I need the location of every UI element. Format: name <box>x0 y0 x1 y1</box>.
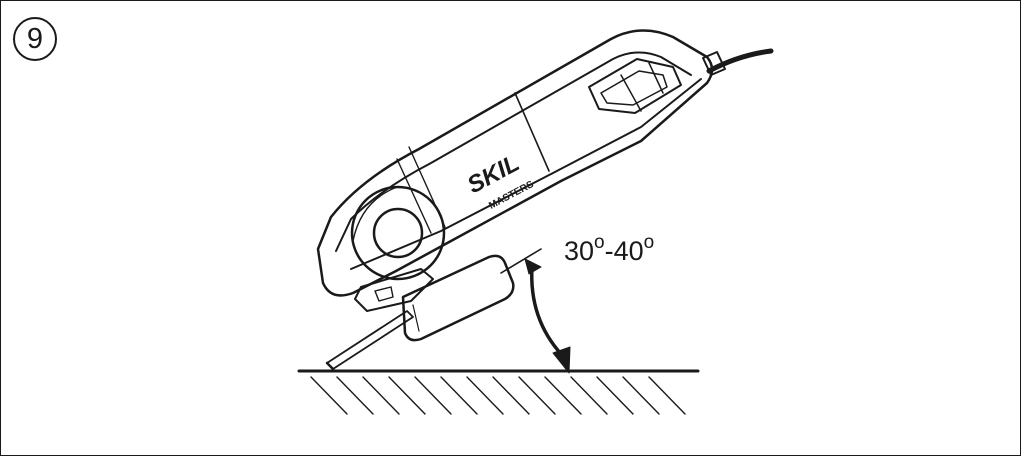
angle-label: 30o-40o <box>564 232 654 267</box>
degree-symbol-from: o <box>594 232 605 253</box>
step-number-badge: 9 <box>13 17 57 61</box>
angle-arrow-icon <box>500 248 571 374</box>
brand-logo: SKIL MASTERS <box>463 150 536 212</box>
step-number: 9 <box>26 22 44 55</box>
angle-to: 40 <box>613 236 644 266</box>
angle-from: 30 <box>564 236 595 266</box>
ground-surface-icon <box>297 369 700 415</box>
power-tool-icon <box>316 29 774 371</box>
degree-symbol-to: o <box>643 232 655 253</box>
angle-separator: - <box>604 236 614 266</box>
